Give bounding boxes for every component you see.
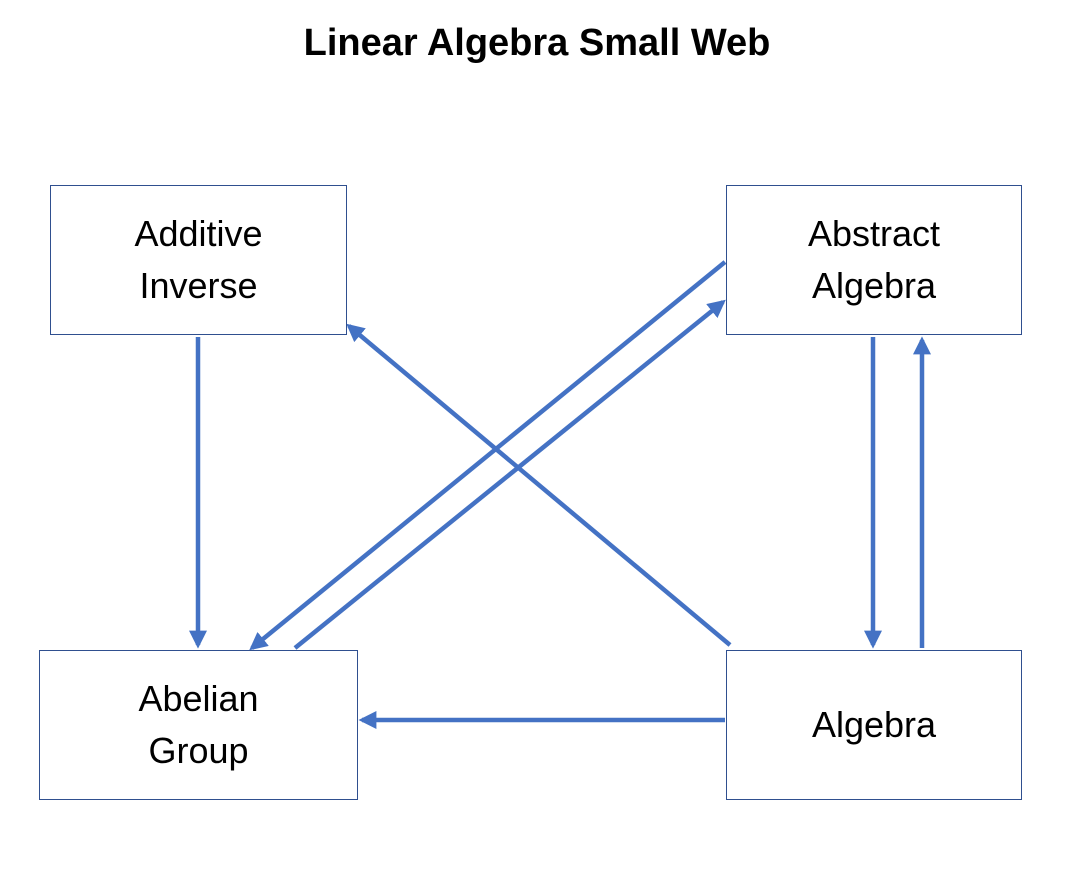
node-algebra-label: Algebra xyxy=(811,704,937,745)
node-additive-inverse: Additive Inverse xyxy=(50,185,347,335)
edge-algebra-to-additive xyxy=(346,323,732,647)
node-abstract-algebra: Abstract Algebra xyxy=(726,185,1022,335)
node-abelian-group-label: Abelian Group xyxy=(138,678,259,771)
node-additive-inverse-label: Additive Inverse xyxy=(134,213,263,306)
diagram-title: Linear Algebra Small Web xyxy=(303,22,771,64)
node-abelian-group: Abelian Group xyxy=(39,650,358,800)
node-abstract-algebra-label: Abstract Algebra xyxy=(807,213,941,306)
node-algebra: Algebra xyxy=(726,650,1022,800)
edge-abelian-to-abstract xyxy=(293,299,726,650)
edge-abstract-to-abelian xyxy=(249,260,727,651)
